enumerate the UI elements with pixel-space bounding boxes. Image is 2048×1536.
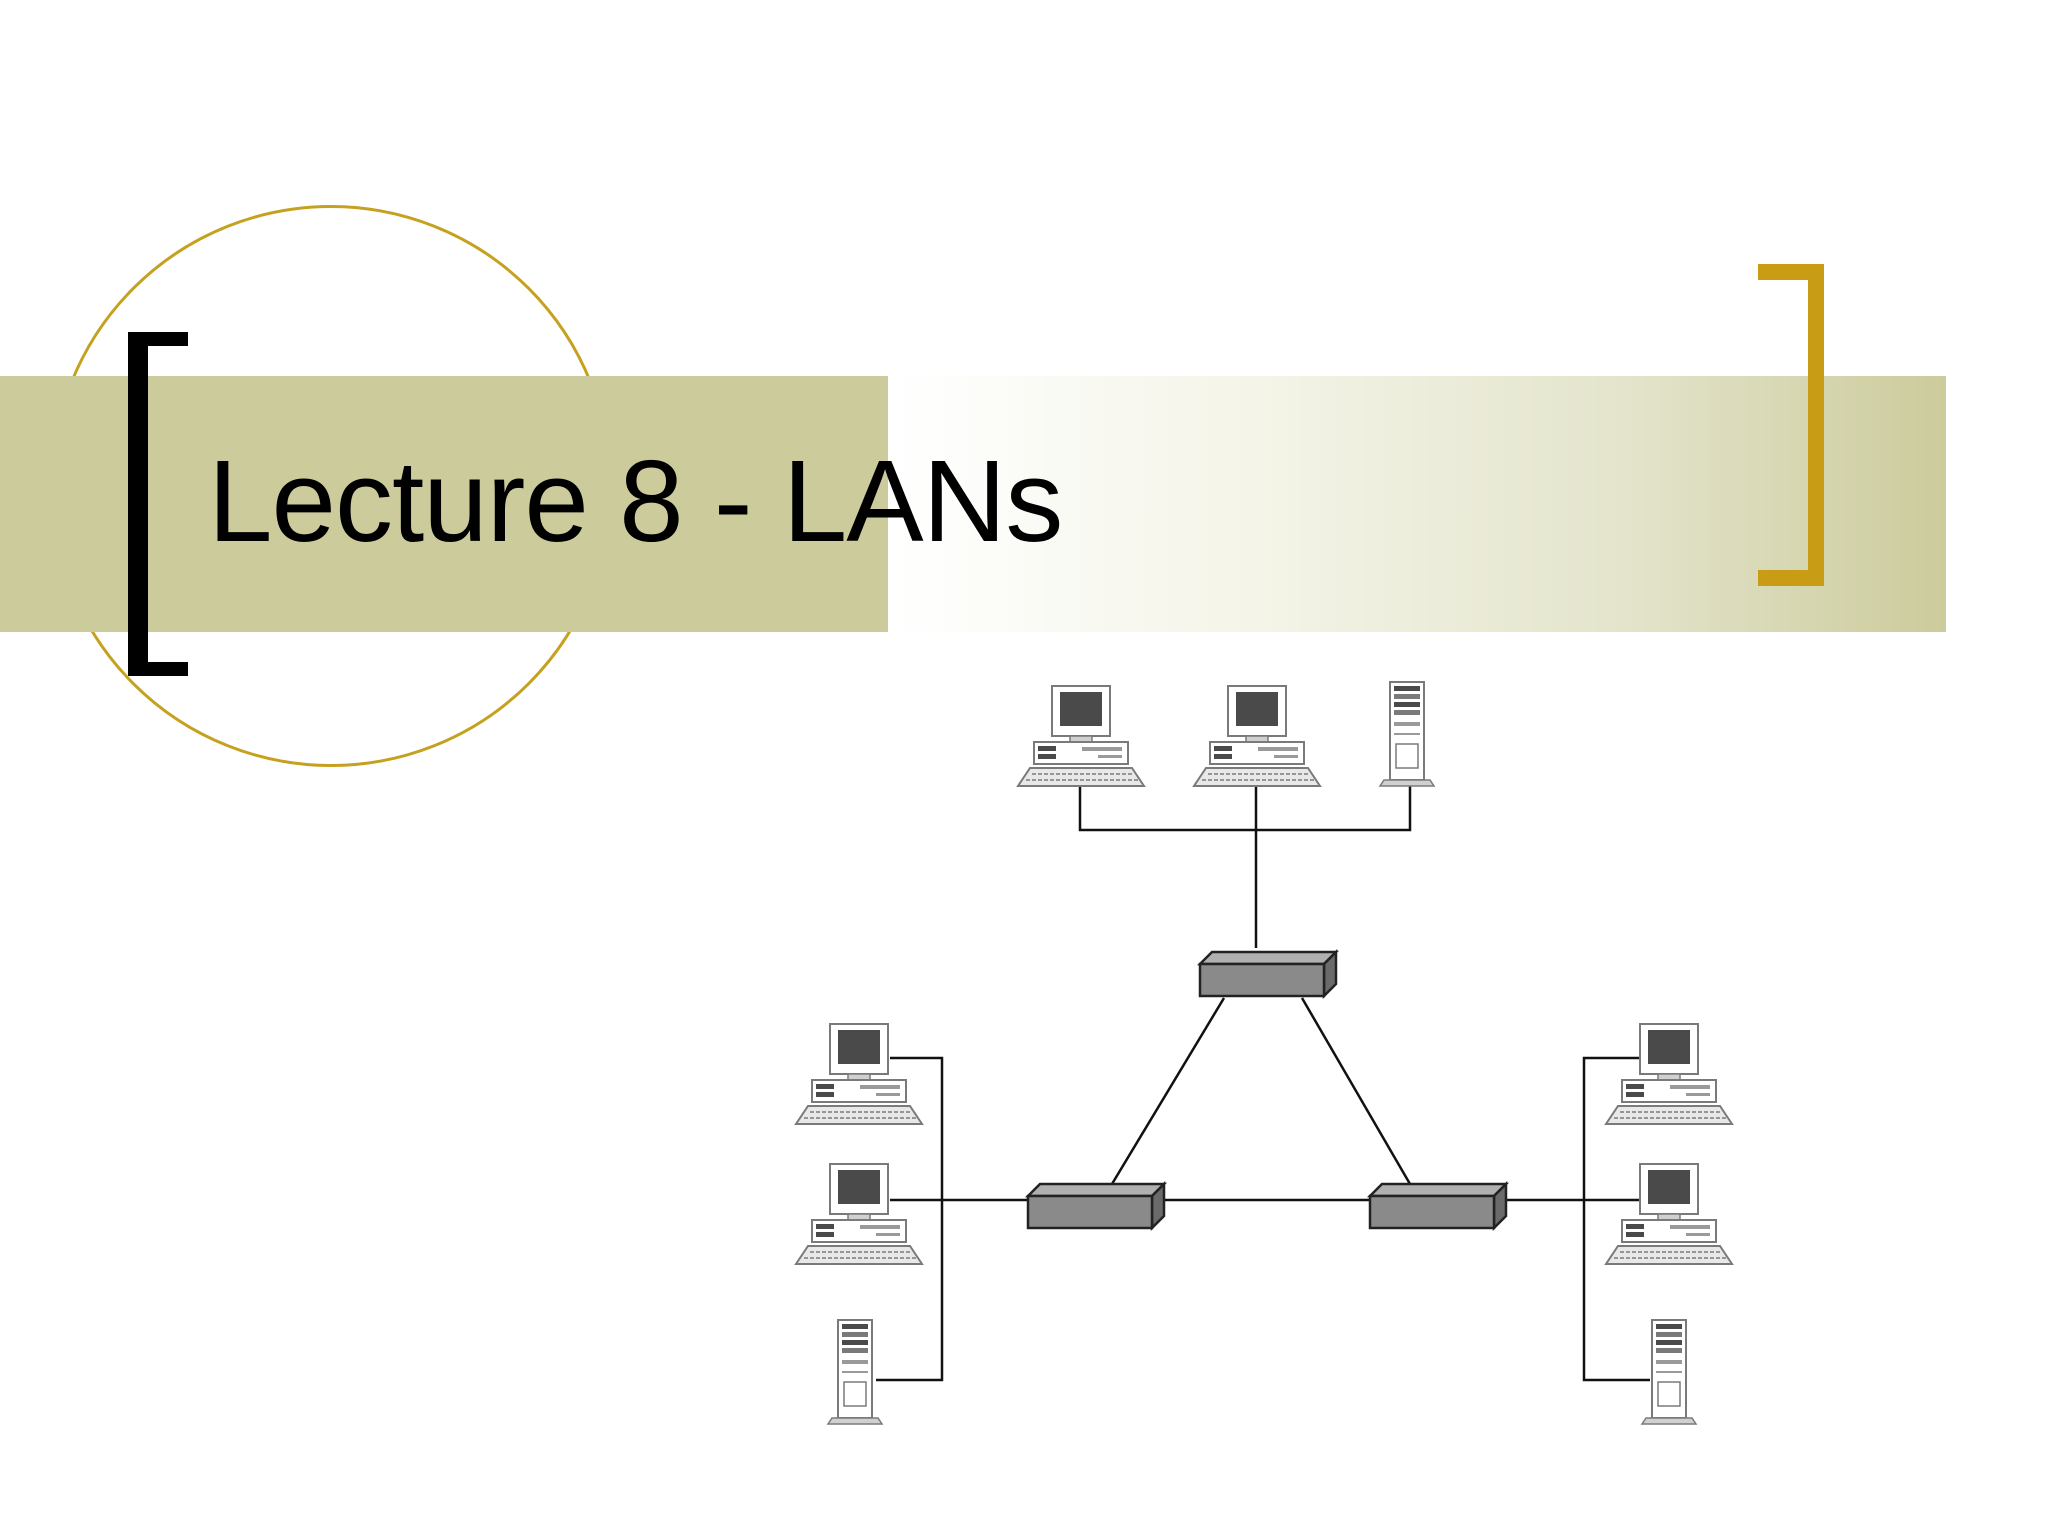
tower-server-icon xyxy=(1379,681,1435,787)
tower-server-icon xyxy=(827,1319,883,1425)
right-group-bus xyxy=(1582,1056,1650,1382)
right-bracket-decoration xyxy=(1758,264,1824,586)
desktop-computer-icon xyxy=(1193,685,1321,787)
link-top-left xyxy=(1110,997,1226,1185)
desktop-computer-icon xyxy=(795,1023,923,1125)
desktop-computer-icon xyxy=(1017,685,1145,787)
desktop-computer-icon xyxy=(1605,1023,1733,1125)
left-bracket-decoration xyxy=(128,332,188,676)
title-band-solid xyxy=(0,376,888,632)
top-group-bus xyxy=(1078,786,1412,832)
left-group-bus xyxy=(876,1056,944,1382)
connection-lines xyxy=(876,786,1650,1382)
tower-server-icon xyxy=(1641,1319,1697,1425)
network-switch-icon xyxy=(1368,1182,1508,1230)
slide-title: Lecture 8 - LANs xyxy=(208,436,1063,566)
desktop-computer-icon xyxy=(1605,1163,1733,1265)
desktop-computer-icon xyxy=(795,1163,923,1265)
title-band-gradient xyxy=(888,376,1946,632)
network-switch-icon xyxy=(1026,1182,1166,1230)
link-top-right xyxy=(1300,997,1412,1185)
network-switch-icon xyxy=(1198,950,1338,998)
